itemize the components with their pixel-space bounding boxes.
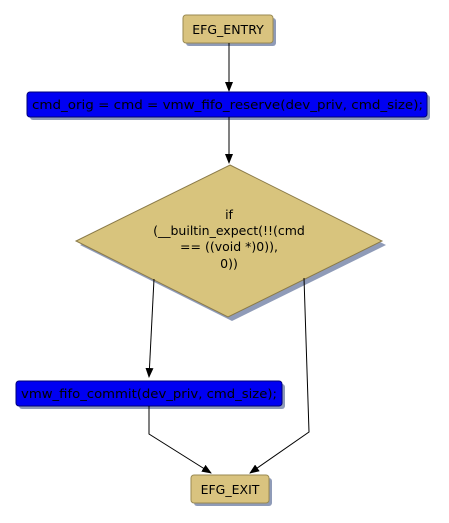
condition-line-2: (__builtin_expect(!!(cmd <box>153 223 305 238</box>
entry-node: EFG_ENTRY <box>182 14 276 46</box>
exit-node: EFG_EXIT <box>190 474 272 506</box>
condition-line-1: if <box>225 207 233 222</box>
reserve-node: cmd_orig = cmd = vmw_fifo_reserve(dev_pr… <box>26 91 430 120</box>
condition-node: if (__builtin_expect(!!(cmd == ((void *)… <box>74 164 386 321</box>
edge-commit-to-exit <box>148 406 212 474</box>
entry-node-box <box>182 14 274 44</box>
condition-line-4: 0)) <box>220 256 238 271</box>
commit-node: vmw_fifo_commit(dev_priv, cmd_size); <box>15 380 285 409</box>
commit-node-label: vmw_fifo_commit(dev_priv, cmd_size); <box>21 386 277 401</box>
condition-node-diamond <box>74 164 384 318</box>
reserve-node-label: cmd_orig = cmd = vmw_fifo_reserve(dev_pr… <box>32 97 423 112</box>
reserve-node-box <box>26 91 428 118</box>
edge-condition-to-exit <box>249 277 310 474</box>
entry-node-label: EFG_ENTRY <box>192 22 264 37</box>
edge-condition-to-commit <box>145 278 155 378</box>
condition-line-3: == ((void *)0)), <box>180 239 278 254</box>
exit-node-label: EFG_EXIT <box>201 482 260 497</box>
exit-node-box <box>190 474 270 504</box>
